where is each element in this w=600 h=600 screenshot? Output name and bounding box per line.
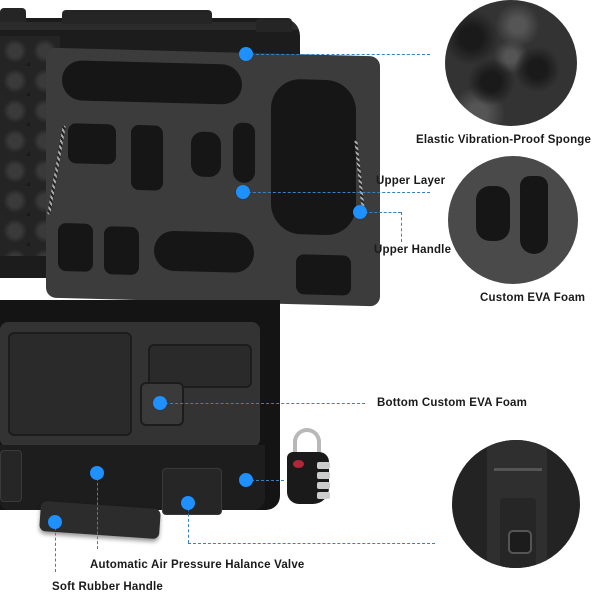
lid-hinge-tab [256,18,292,32]
padlock-dial[interactable] [317,462,330,469]
callout-dot-soft-handle [48,515,62,529]
connector-upper-layer [243,192,430,193]
case-lid-rim [0,22,298,30]
callout-dot-latch [181,496,195,510]
foam-cutout-accessory [131,124,163,191]
connector-valve [97,473,98,549]
foam-cutout-gimbal [191,131,221,178]
label-bottom-eva: Bottom Custom EVA Foam [377,397,528,409]
eva-cutout [520,176,548,254]
label-upper-layer: Upper Layer [376,175,446,187]
connector-lock [246,480,284,481]
case-front [0,445,265,510]
padlock-shackle [293,428,321,458]
foam-cutout-slot [58,222,93,272]
label-custom-eva: Custom EVA Foam [480,292,586,304]
sponge-detail-view [445,0,577,126]
bottom-foam-compartment [148,344,252,388]
tsa-badge-icon [293,460,304,468]
connector-soft-handle [55,522,56,572]
foam-cutout-cable [154,230,254,274]
padlock-dial[interactable] [317,482,330,489]
foam-cutout-bottle [233,122,255,184]
connector-upper-handle [401,212,402,242]
callout-dot-upper-handle [353,205,367,219]
label-valve: Automatic Air Pressure Halance Valve [90,559,305,571]
foam-cutout-battery [68,123,116,165]
bottom-foam-layer [0,322,260,447]
bottom-foam-compartment [8,332,132,436]
case-latch-left[interactable] [0,450,22,502]
foam-cutout-controller [271,78,356,236]
connector-sponge [246,54,430,55]
lid-hinge-tab [0,8,26,22]
eva-foam-detail-view [448,156,578,284]
foam-cutout-slot [104,226,139,276]
eva-cutout [476,186,510,241]
label-sponge: Elastic Vibration-Proof Sponge [416,134,592,146]
connector-bottom-eva [160,403,365,404]
callout-dot-valve [90,466,104,480]
upper-foam-layer [46,47,380,307]
padlock-dial[interactable] [317,492,330,499]
padlock-dial[interactable] [317,472,330,479]
callout-dot-lock [239,473,253,487]
label-upper-handle: Upper Handle [374,244,452,256]
connector-latch [188,543,435,544]
callout-dot-sponge [239,47,253,61]
foam-cutout-drone-arms [62,60,242,105]
latch-lock-button [508,530,532,554]
connector-upper-handle [360,212,401,213]
callout-dot-bottom-eva [153,396,167,410]
foam-cutout-slot [296,254,351,296]
latch-ridge [494,468,542,471]
label-soft-handle: Soft Rubber Handle [52,581,163,593]
connector-latch [188,503,189,543]
latch-detail-view [452,440,580,568]
lid-hinge-tab [62,10,212,24]
callout-dot-upper-layer [236,185,250,199]
